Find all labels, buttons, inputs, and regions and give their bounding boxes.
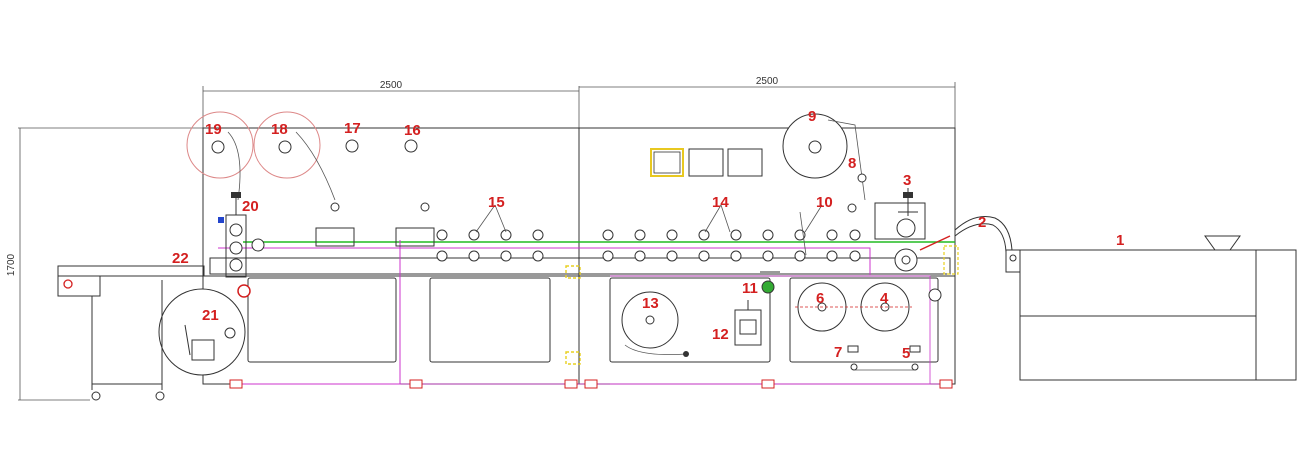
callout-8: 8 bbox=[848, 155, 856, 172]
roller-row-lower bbox=[436, 250, 861, 262]
dimension-width-left: 2500 bbox=[380, 80, 403, 91]
dimension-height: 1700 bbox=[6, 253, 17, 276]
hazard-markers bbox=[565, 245, 959, 365]
left-conveyor-table bbox=[57, 265, 205, 401]
unit-3-press bbox=[874, 188, 926, 272]
reel-9 bbox=[782, 113, 867, 213]
callout-1: 1 bbox=[1116, 232, 1124, 249]
callout-21: 21 bbox=[202, 307, 219, 324]
callout-2: 2 bbox=[978, 214, 986, 231]
callout-5: 5 bbox=[902, 345, 910, 362]
units-6-4-reels bbox=[795, 282, 942, 371]
machine-feet bbox=[229, 379, 953, 389]
callout-labels: 1 2 3 4 5 6 7 8 9 10 11 12 13 14 15 16 1… bbox=[172, 108, 1124, 362]
callout-12: 12 bbox=[712, 326, 729, 343]
callout-10: 10 bbox=[816, 194, 833, 211]
callout-14: 14 bbox=[712, 194, 729, 211]
dimension-width-right: 2500 bbox=[756, 76, 779, 87]
control-panel bbox=[650, 148, 763, 177]
callout-7: 7 bbox=[834, 344, 842, 361]
reel-19-18 bbox=[186, 111, 336, 201]
callout-13: 13 bbox=[642, 295, 659, 312]
callout-16: 16 bbox=[404, 122, 421, 139]
roller-row-upper bbox=[436, 229, 861, 241]
callout-6: 6 bbox=[816, 290, 824, 307]
unit-20-head bbox=[218, 192, 265, 298]
callout-20: 20 bbox=[242, 198, 259, 215]
leader-lines bbox=[475, 204, 823, 256]
idler-rolls-top bbox=[330, 139, 430, 212]
callout-4: 4 bbox=[880, 290, 889, 307]
web-paths bbox=[218, 240, 955, 385]
guide-blocks bbox=[315, 227, 435, 247]
callout-11: 11 bbox=[742, 280, 758, 297]
callout-9: 9 bbox=[808, 108, 816, 125]
unit-2-conveyor bbox=[919, 216, 1013, 253]
callout-18: 18 bbox=[271, 121, 288, 138]
unit-13-reel bbox=[621, 291, 689, 357]
unit-11-sensor bbox=[760, 271, 780, 294]
callout-15: 15 bbox=[488, 194, 505, 211]
callout-19: 19 bbox=[205, 121, 222, 138]
unit-12-motor bbox=[734, 300, 762, 346]
callout-17: 17 bbox=[344, 120, 361, 137]
unit-1-cabinet bbox=[1005, 235, 1297, 381]
callout-3: 3 bbox=[903, 172, 911, 189]
callout-22: 22 bbox=[172, 250, 189, 267]
unit-21-reel bbox=[158, 288, 246, 376]
